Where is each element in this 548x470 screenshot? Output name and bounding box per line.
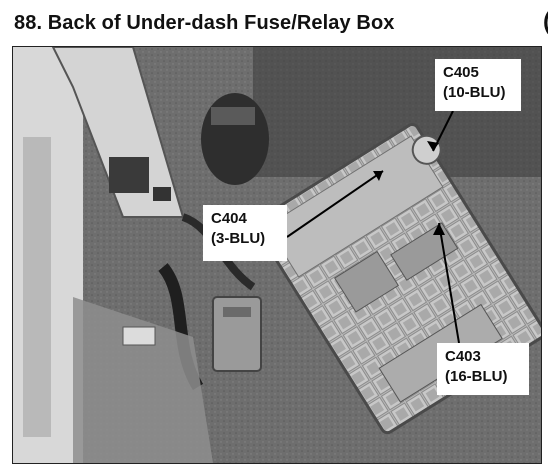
callout-c403-connector: C403 <box>445 348 481 365</box>
callout-c404: C404 (3-BLU) <box>203 205 287 261</box>
steering-bracket <box>51 47 185 218</box>
callout-c405: C405 (10-BLU) <box>435 59 521 111</box>
callout-c405-connector: C405 <box>443 64 479 81</box>
next-figure-corner-mark: ( <box>543 8 548 36</box>
bracket-slot <box>109 157 149 193</box>
fuse-relay-box-photo: C405 (10-BLU) C404 (3-BLU) C403 (16-BLU) <box>12 46 542 464</box>
connector-socket <box>334 250 399 313</box>
round-component <box>201 93 269 185</box>
c404-leader-line <box>286 170 384 238</box>
callout-c403-spec: (16-BLU) <box>445 368 508 385</box>
callout-c403: C403 (16-BLU) <box>437 343 529 395</box>
figure-title: 88. Back of Under-dash Fuse/Relay Box <box>14 12 395 34</box>
c403-leader-line <box>438 222 460 344</box>
callout-c404-spec: (3-BLU) <box>211 230 266 247</box>
callout-c404-connector: C404 <box>211 210 247 227</box>
callout-c405-spec: (10-BLU) <box>443 84 506 101</box>
